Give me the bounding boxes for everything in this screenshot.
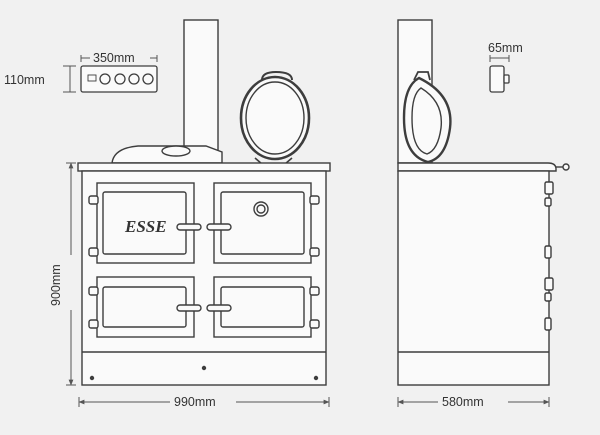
side-lid-inner <box>411 87 443 155</box>
control-knob-3 <box>128 73 140 85</box>
top-plate <box>77 162 331 172</box>
dim-label-side-panel-width: 65mm <box>488 41 523 55</box>
oven-door-top-left-inner <box>102 191 187 255</box>
front-view <box>77 19 331 386</box>
side-control-panel <box>489 65 510 93</box>
raised-lid-inner <box>245 81 305 155</box>
side-control-panel-body <box>489 65 505 93</box>
door-latches <box>176 223 232 312</box>
control-panel-badge <box>87 74 97 82</box>
lid-handle <box>261 70 293 81</box>
raised-lid <box>239 75 311 161</box>
side-raised-lid <box>402 76 452 164</box>
side-rail-knob <box>562 163 570 171</box>
control-knob-4 <box>142 73 154 85</box>
door-hinges <box>88 195 320 329</box>
side-top-plate <box>397 162 557 172</box>
dimension-lines <box>63 55 550 407</box>
dim-label-panel-height: 110mm <box>4 73 45 87</box>
hotplate-knob <box>161 145 191 157</box>
logo: ESSE <box>124 217 167 236</box>
side-control-panel-knob <box>503 74 510 84</box>
control-knob-2 <box>114 73 126 85</box>
side-lid-handle <box>413 71 431 81</box>
control-panel <box>80 65 158 93</box>
side-body <box>397 170 550 386</box>
oven-door-top-right-inner <box>220 191 305 255</box>
side-hinges <box>544 181 554 331</box>
dim-label-depth: 580mm <box>442 395 484 409</box>
oven-thermometer-inner <box>256 204 266 214</box>
side-view <box>397 19 570 386</box>
dim-label-width: 990mm <box>174 395 216 409</box>
plinth-dot-center <box>201 365 207 371</box>
oven-door-bottom-right-inner <box>220 286 305 328</box>
plinth-dot-left <box>89 375 95 381</box>
dim-label-height: 900mm <box>49 264 63 306</box>
oven-door-bottom-left-inner <box>102 286 187 328</box>
control-knob-1 <box>99 73 111 85</box>
flue-pipe <box>183 19 219 164</box>
plinth-dot-right <box>313 375 319 381</box>
dim-label-panel-width: 350mm <box>93 51 135 65</box>
